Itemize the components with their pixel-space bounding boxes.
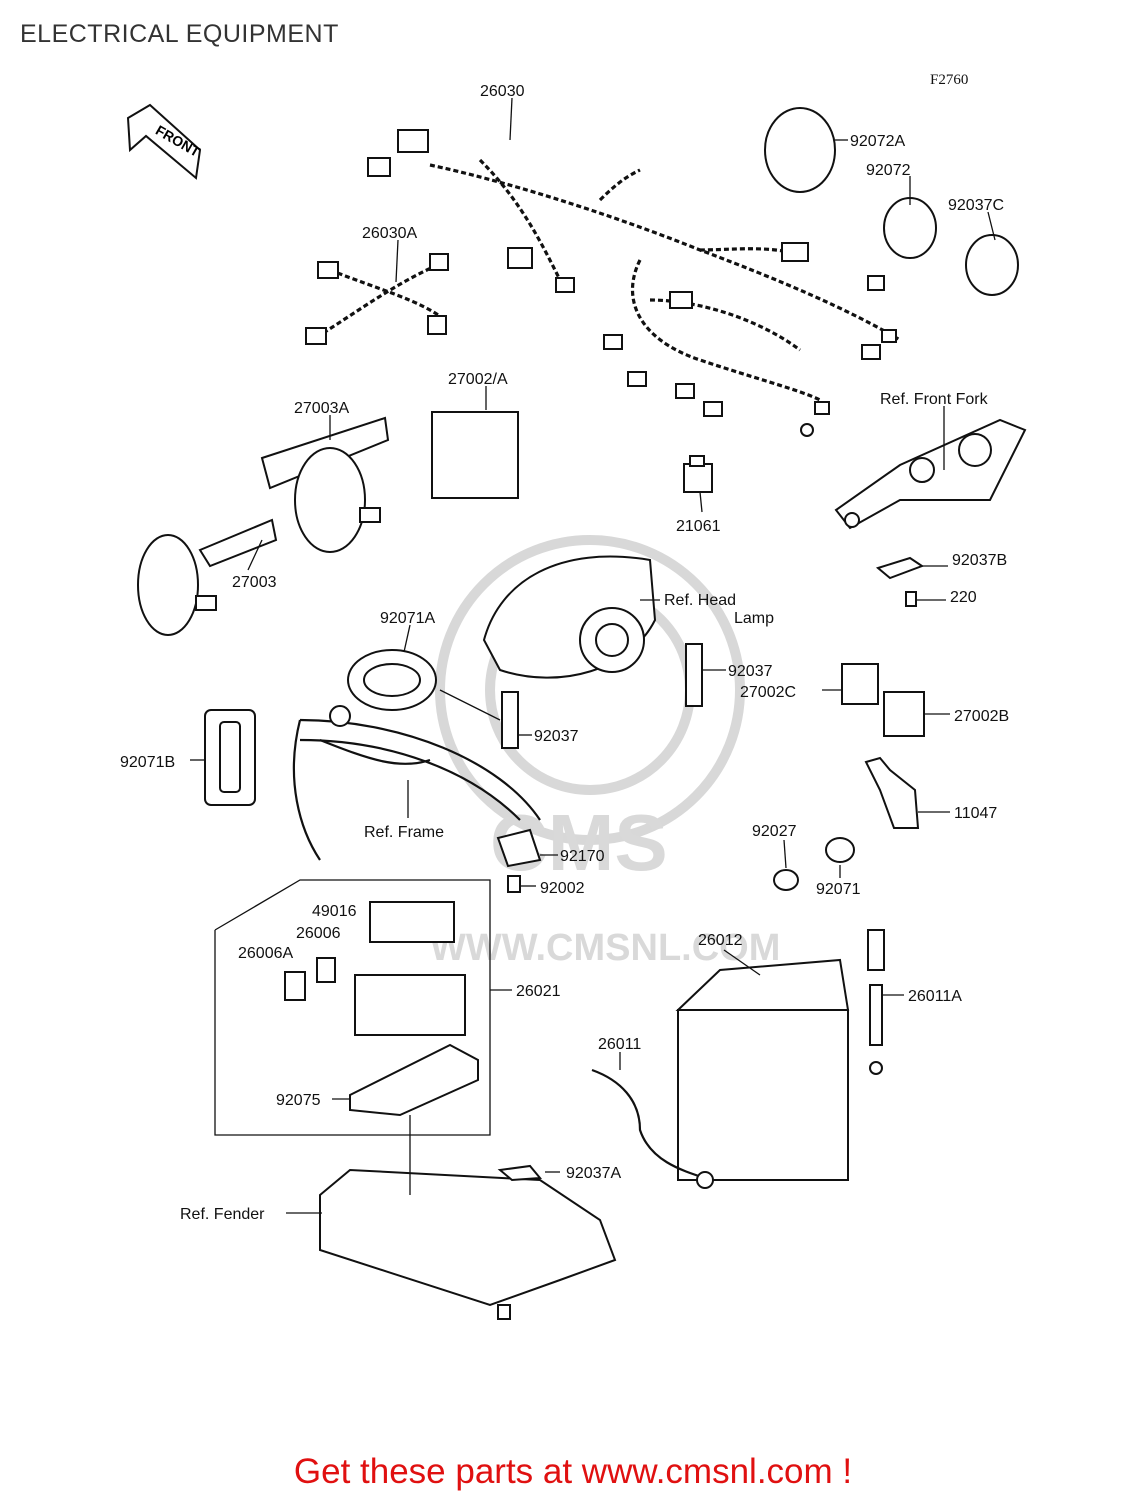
relay-27002a (431, 411, 519, 499)
label-220: 220 (950, 589, 977, 606)
bracket-11047 (864, 756, 920, 829)
label-92037b: 92037B (952, 552, 1007, 569)
label-27003a: 27003A (294, 400, 349, 417)
main-harness (367, 129, 901, 437)
label-27002c: 27002C (740, 684, 796, 701)
label-26006a: 26006A (238, 945, 293, 962)
label-92037-right: 92037 (728, 663, 773, 680)
battery (675, 958, 850, 1181)
label-ref-frame: Ref. Frame (364, 824, 444, 841)
label-27002b: 27002B (954, 708, 1009, 725)
leader-lines (190, 97, 996, 1214)
label-26030a: 26030A (362, 225, 417, 242)
label-92037c: 92037C (948, 197, 1004, 214)
bands (764, 107, 1019, 296)
switch-21061 (683, 455, 713, 493)
figure-id: F2760 (930, 72, 969, 88)
label-92170: 92170 (560, 848, 605, 865)
label-92071b: 92071B (120, 754, 175, 771)
horns (137, 416, 390, 636)
label-92027: 92027 (752, 823, 797, 840)
label-ref-front-fork: Ref. Front Fork (880, 391, 989, 408)
footer-cta-link[interactable]: Get these parts at www.cmsnl.com ! (293, 1452, 853, 1491)
strip-92037-center (501, 691, 519, 749)
label-ref-head-lamp-1: Ref. Head (664, 592, 736, 609)
label-11047: 11047 (954, 805, 997, 822)
head-lamp-shell (482, 555, 657, 679)
label-26011: 26011 (598, 1036, 641, 1053)
fender (319, 1164, 617, 1320)
grommets (204, 649, 437, 806)
watermark: CMS WWW.CMSNL.COM (430, 535, 780, 969)
label-26021: 26021 (516, 983, 561, 1000)
label-92037-center: 92037 (534, 728, 579, 745)
battery-cables (591, 929, 885, 1189)
label-92075: 92075 (276, 1092, 321, 1109)
label-92002: 92002 (540, 880, 585, 897)
part-labels: 26030 92072A 92072 92037C 26030A 27002/A… (120, 83, 1009, 1223)
label-27002a: 27002/A (448, 371, 508, 388)
label-49016: 49016 (312, 903, 357, 920)
label-92071a: 92071A (380, 610, 435, 627)
label-26012: 26012 (698, 932, 743, 949)
label-21061: 21061 (676, 518, 721, 535)
label-92037a: 92037A (566, 1165, 621, 1182)
small-parts (496, 828, 855, 893)
front-fork-bracket (834, 418, 1027, 607)
label-92071: 92071 (816, 881, 861, 898)
label-ref-head-lamp-2: Lamp (734, 610, 774, 627)
label-92072a: 92072A (850, 133, 905, 150)
fuse-box-group (214, 879, 491, 1136)
label-27003: 27003 (232, 574, 277, 591)
strip-92037-right (685, 643, 703, 707)
page-title: ELECTRICAL EQUIPMENT (20, 20, 339, 48)
label-26011a: 26011A (908, 988, 962, 1005)
label-26030: 26030 (480, 83, 525, 100)
label-26006: 26006 (296, 925, 341, 942)
label-92072: 92072 (866, 162, 911, 179)
watermark-url: WWW.CMSNL.COM (430, 927, 780, 969)
sub-harness (305, 253, 449, 345)
label-ref-fender: Ref. Fender (180, 1206, 265, 1223)
front-arrow-icon: FRONT (126, 103, 203, 180)
frame (292, 705, 541, 861)
relays-small (841, 663, 925, 737)
